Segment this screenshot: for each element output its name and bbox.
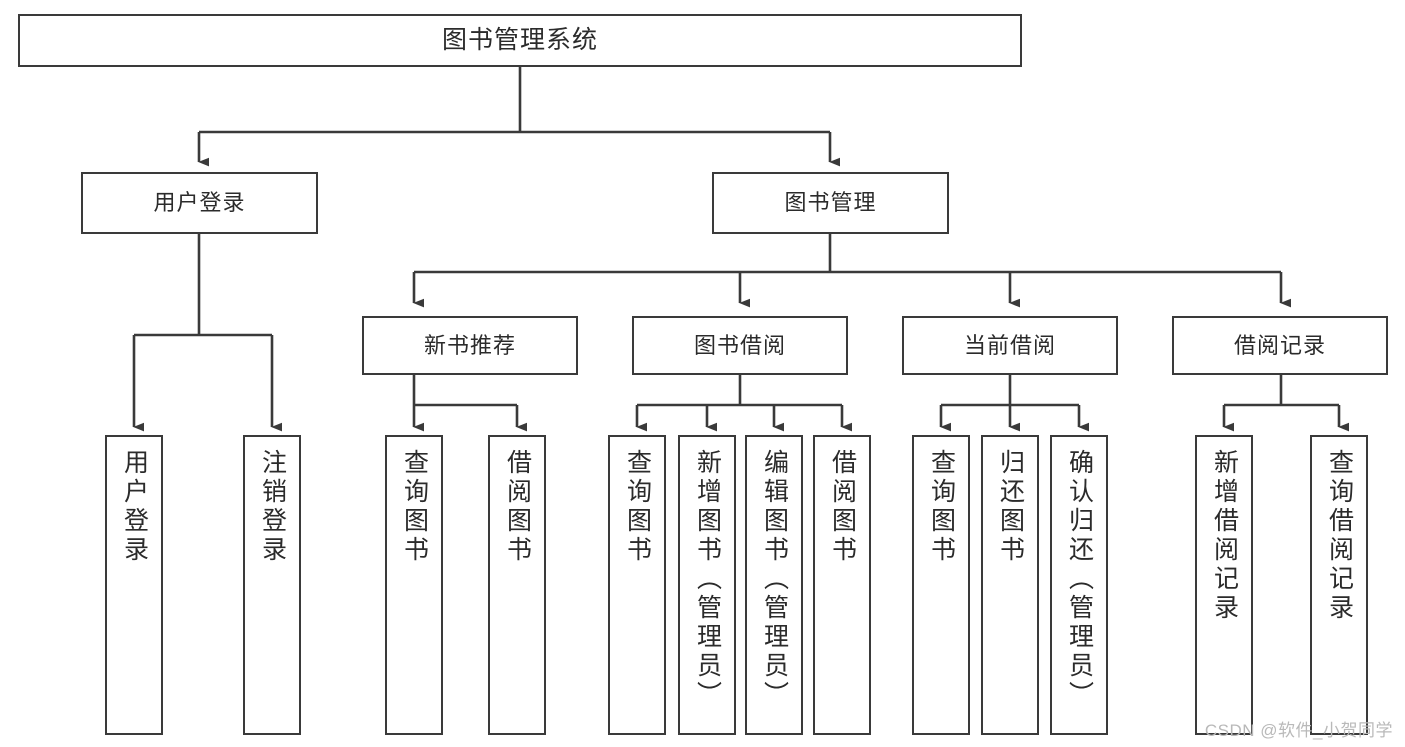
node-label: 借阅记录 xyxy=(1233,332,1326,358)
node-label: 新增图书（管理员） xyxy=(693,449,722,710)
csdn-watermark: CSDN @软件_小贺同学 xyxy=(1204,721,1393,740)
leaf-new-book-borrow[interactable]: 借阅图书 xyxy=(488,435,546,735)
node-label: 查询借阅记录 xyxy=(1325,449,1354,623)
node-label: 新书推荐 xyxy=(423,332,516,358)
node-label: 归还图书 xyxy=(996,449,1025,565)
node-label: 新增借阅记录 xyxy=(1210,449,1239,623)
leaf-borrow-record-add[interactable]: 新增借阅记录 xyxy=(1195,435,1253,735)
node-borrow-record[interactable]: 借阅记录 xyxy=(1172,316,1388,375)
leaf-current-borrow-return[interactable]: 归还图书 xyxy=(981,435,1039,735)
leaf-book-borrow-edit[interactable]: 编辑图书（管理员） xyxy=(745,435,803,735)
leaf-user-login-login[interactable]: 用户登录 xyxy=(105,435,163,735)
node-label: 图书管理 xyxy=(784,190,877,216)
leaf-user-login-logout[interactable]: 注销登录 xyxy=(243,435,301,735)
node-label: 编辑图书（管理员） xyxy=(760,449,789,710)
node-label: 确认归还（管理员） xyxy=(1065,449,1094,710)
leaf-book-borrow-borrow[interactable]: 借阅图书 xyxy=(813,435,871,735)
leaf-borrow-record-query[interactable]: 查询借阅记录 xyxy=(1310,435,1368,735)
node-label: 图书管理系统 xyxy=(441,26,598,55)
node-book-management[interactable]: 图书管理 xyxy=(712,172,949,234)
node-label: 查询图书 xyxy=(400,449,429,565)
node-label: 注销登录 xyxy=(258,449,287,565)
node-label: 用户登录 xyxy=(153,190,246,216)
leaf-current-borrow-query[interactable]: 查询图书 xyxy=(912,435,970,735)
leaf-book-borrow-add[interactable]: 新增图书（管理员） xyxy=(678,435,736,735)
node-label: 借阅图书 xyxy=(828,449,857,565)
node-book-borrow[interactable]: 图书借阅 xyxy=(632,316,848,375)
leaf-current-borrow-confirm-return[interactable]: 确认归还（管理员） xyxy=(1050,435,1108,735)
leaf-book-borrow-query[interactable]: 查询图书 xyxy=(608,435,666,735)
node-label: 图书借阅 xyxy=(693,332,786,358)
node-root-system[interactable]: 图书管理系统 xyxy=(18,14,1022,67)
node-label: 用户登录 xyxy=(120,449,149,565)
node-user-login[interactable]: 用户登录 xyxy=(81,172,318,234)
node-new-book-recommend[interactable]: 新书推荐 xyxy=(362,316,578,375)
node-label: 查询图书 xyxy=(927,449,956,565)
leaf-new-book-query[interactable]: 查询图书 xyxy=(385,435,443,735)
node-label: 借阅图书 xyxy=(503,449,532,565)
node-current-borrow[interactable]: 当前借阅 xyxy=(902,316,1118,375)
node-label: 查询图书 xyxy=(623,449,652,565)
node-label: 当前借阅 xyxy=(963,332,1056,358)
